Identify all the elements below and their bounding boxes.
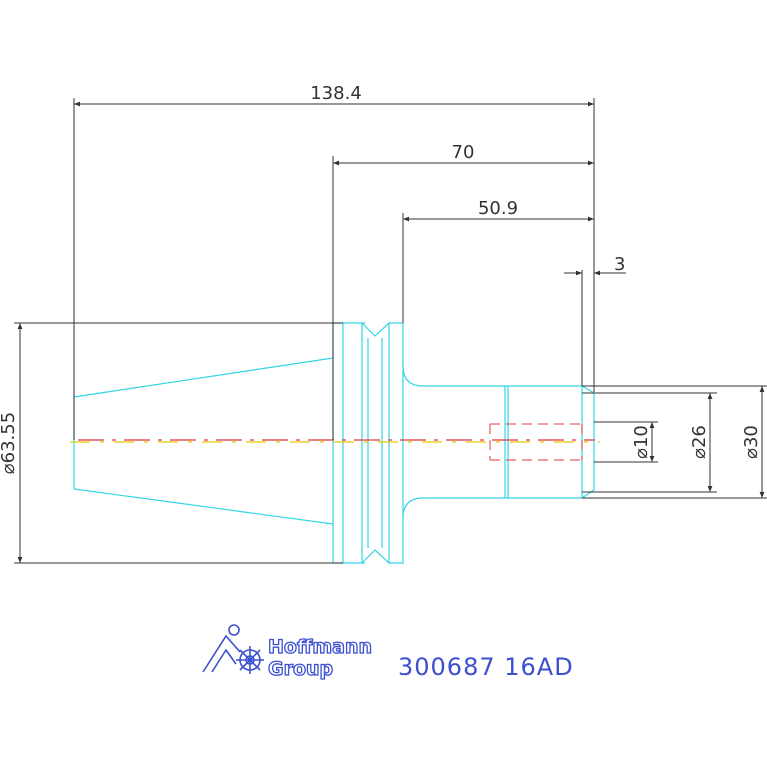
title-block: Hoffmann Group 300687 16AD xyxy=(202,624,574,681)
part-outline xyxy=(73,322,595,564)
dim-body-length: 50.9 xyxy=(478,198,518,219)
dim-outer-diameter: ⌀30 xyxy=(741,425,762,459)
dim-flange-diameter: ⌀63.55 xyxy=(0,412,19,474)
dim-bore-diameter: ⌀10 xyxy=(631,425,652,459)
dim-end-length: 3 xyxy=(614,254,625,275)
brand-name: Hoffmann xyxy=(268,636,372,658)
dim-overall-length: 138.4 xyxy=(310,83,362,104)
part-number: 300687 16AD xyxy=(398,653,574,681)
dimensions: 138.4 70 50.9 3 ⌀63.55 ⌀10 ⌀26 ⌀30 xyxy=(0,83,767,564)
hoffmann-group-logo-icon xyxy=(202,624,264,674)
dim-inner-diameter: ⌀26 xyxy=(689,425,710,459)
brand-group: Group xyxy=(268,658,333,680)
v-groove xyxy=(361,322,404,564)
body-neck xyxy=(402,365,582,519)
dim-shank-length: 70 xyxy=(452,142,475,163)
flange-face xyxy=(332,322,365,564)
taper-cone xyxy=(73,357,334,525)
